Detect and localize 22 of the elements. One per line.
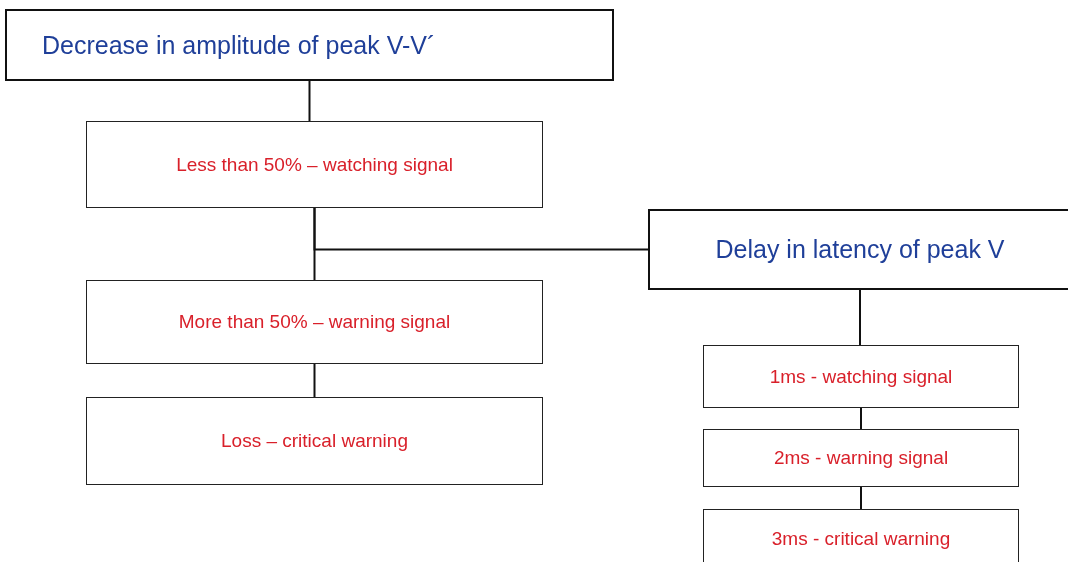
process-box: [86, 121, 543, 208]
heading-text: Delay in latency of peak V: [715, 235, 1005, 264]
connector-line: [860, 486, 862, 510]
connector-line: [313, 207, 649, 251]
box-label: Loss – critical warning: [220, 430, 409, 452]
process-box: [86, 397, 543, 485]
connector-line: [859, 289, 861, 346]
process-box: [86, 280, 543, 364]
heading-box: [648, 209, 1068, 290]
process-box: [703, 345, 1019, 408]
box-label: Less than 50% – watching signal: [175, 153, 454, 176]
process-box: [703, 429, 1019, 487]
process-box: [703, 509, 1019, 562]
box-label: 2ms - warning signal: [772, 447, 950, 469]
connector-line: [860, 407, 862, 430]
box-label: More than 50% – warning signal: [177, 311, 452, 333]
connector-line: [308, 80, 311, 122]
heading-box: [5, 9, 614, 81]
box-label: 3ms - critical warning: [770, 528, 952, 550]
box-label: 1ms - watching signal: [768, 365, 954, 388]
heading-text: Decrease in amplitude of peak V-V´: [42, 30, 436, 60]
connector-line: [313, 363, 316, 398]
